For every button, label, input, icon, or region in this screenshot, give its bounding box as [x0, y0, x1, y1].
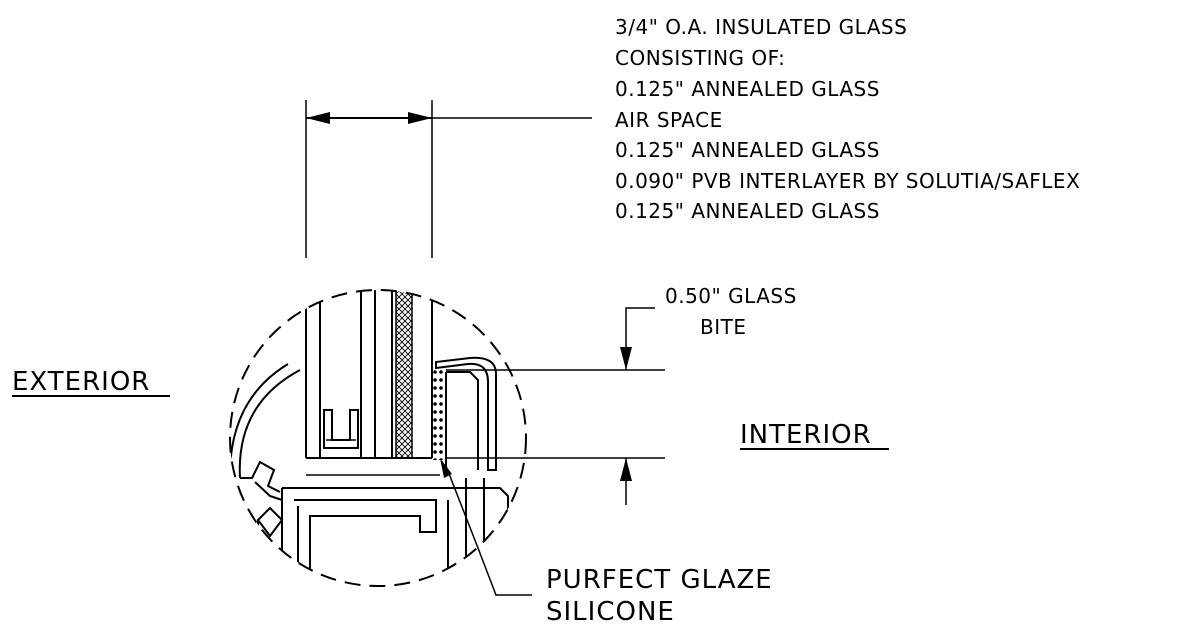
frame-inner-channel [294, 499, 437, 586]
arrowhead [620, 458, 632, 481]
arrowhead [306, 112, 330, 124]
spec-line: 0.090" PVB INTERLAYER BY SOLUTIA/SAFLEX [615, 169, 1080, 193]
exterior-cap-outer [238, 369, 301, 479]
silicone-bead [433, 366, 445, 460]
aluminum-frame [230, 356, 509, 586]
glass-assembly [305, 290, 440, 476]
spec-line: 3/4" O.A. INSULATED GLASS [615, 15, 907, 39]
glass-bite-dimension: 0.50" GLASS BITE [446, 284, 797, 505]
arrowhead [440, 458, 452, 478]
spec-line: AIR SPACE [615, 108, 723, 132]
leader-line [445, 465, 532, 596]
spec-line: 0.125" ANNEALED GLASS [615, 138, 880, 162]
bite-label-line: 0.50" GLASS [665, 284, 797, 308]
glass-spec-notes: 3/4" O.A. INSULATED GLASS CONSISTING OF:… [615, 15, 1080, 223]
overall-thickness-dimension [305, 100, 592, 258]
arrowhead [620, 347, 632, 370]
spacer-bar [323, 409, 359, 449]
detail-callout-circle [229, 289, 527, 587]
silicone-label-line: PURFECT GLAZE [546, 565, 773, 595]
bite-label-line: BITE [700, 315, 746, 339]
silicone-callout: PURFECT GLAZE SILICONE [440, 458, 773, 627]
interior-glass-stop [435, 356, 497, 471]
arrowhead [408, 112, 432, 124]
interior-label: INTERIOR [740, 420, 872, 450]
spec-line: 0.125" ANNEALED GLASS [615, 199, 880, 223]
exterior-label: EXTERIOR [12, 367, 150, 397]
spec-line: 0.125" ANNEALED GLASS [615, 77, 880, 101]
frame-body-outline [282, 487, 509, 586]
silicone-label-line: SILICONE [546, 597, 675, 627]
pvb-interlayer [395, 290, 413, 459]
spec-line: CONSISTING OF: [615, 46, 785, 70]
